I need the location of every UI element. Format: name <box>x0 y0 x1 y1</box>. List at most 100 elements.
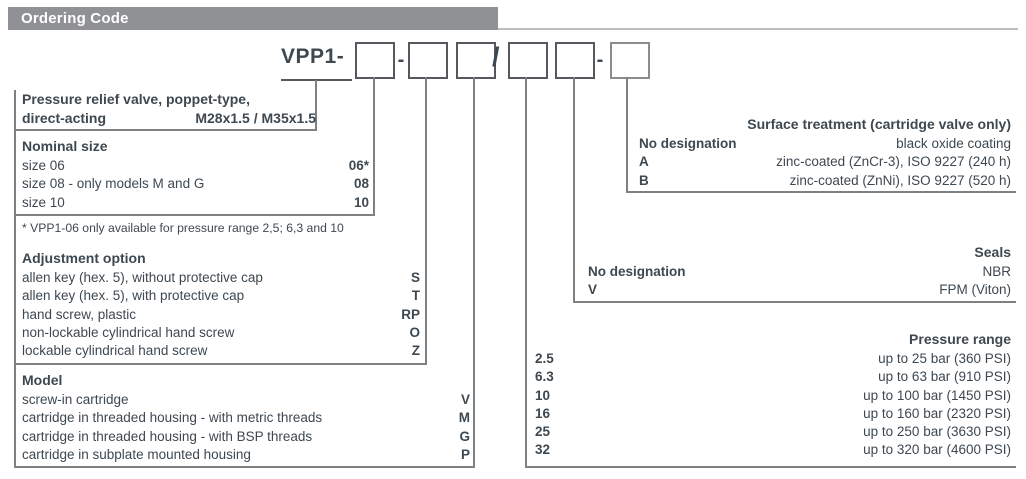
option-code: 32 <box>535 442 551 458</box>
seals-section: Seals No designation NBR V FPM (Viton) <box>588 244 1011 300</box>
option-label: allen key (hex. 5), without protective c… <box>22 270 263 285</box>
option-code: 10 <box>535 387 551 403</box>
seals-title: Seals <box>974 244 1011 260</box>
option-label: up to 25 bar (360 PSI) <box>878 351 1011 366</box>
option-label: size 06 <box>22 158 65 173</box>
option-label: non-lockable cylindrical hand screw <box>22 324 235 340</box>
table-row: V FPM (Viton) <box>588 281 1011 299</box>
model-section: Model screw-in cartridge V cartridge in … <box>22 372 470 464</box>
divider-line <box>14 466 475 468</box>
option-label: cartridge in threaded housing - with met… <box>22 410 323 426</box>
code-box-6 <box>610 42 650 79</box>
divider-line <box>573 301 1016 303</box>
table-row: size 06 06* <box>22 157 369 175</box>
surface-treatment-title: Surface treatment (cartridge valve only) <box>747 116 1011 132</box>
connector-line <box>315 80 317 130</box>
option-label: up to 160 bar (2320 PSI) <box>863 405 1011 421</box>
option-code: 06* <box>348 158 369 173</box>
option-code: 2.5 <box>535 351 554 366</box>
option-label: NBR <box>982 264 1011 279</box>
connector-line <box>473 77 475 467</box>
option-code: 16 <box>535 405 551 421</box>
connector-line <box>626 77 628 193</box>
adjustment-option-section: Adjustment option allen key (hex. 5), wi… <box>22 250 420 360</box>
connector-line <box>573 77 575 303</box>
option-label: up to 320 bar (4600 PSI) <box>863 442 1011 458</box>
option-code: A <box>639 154 649 170</box>
option-label: allen key (hex. 5), with protective cap <box>22 288 245 304</box>
pressure-range-section: Pressure range 2.5 up to 25 bar (360 PSI… <box>535 331 1011 460</box>
table-row: 6.3 up to 63 bar (910 PSI) <box>535 368 1011 386</box>
code-separator-2: - <box>596 49 604 71</box>
divider-line <box>14 363 427 365</box>
product-description: Pressure relief valve, poppet-type, dire… <box>22 90 316 127</box>
code-box-5 <box>555 42 595 79</box>
option-label: FPM (Viton) <box>939 282 1011 298</box>
page-title: Ordering Code <box>21 10 129 27</box>
option-label: black oxide coating <box>896 136 1011 151</box>
option-code: P <box>460 446 470 462</box>
code-box-2 <box>408 42 448 79</box>
table-row: screw-in cartridge V <box>22 391 470 409</box>
option-code: V <box>588 282 598 298</box>
option-label: hand screw, plastic <box>22 306 137 322</box>
option-label: zinc-coated (ZnCr-3), ISO 9227 (240 h) <box>776 154 1011 170</box>
nominal-size-title: Nominal size <box>22 138 108 154</box>
pressure-range-title: Pressure range <box>909 331 1011 347</box>
table-row: 2.5 up to 25 bar (360 PSI) <box>535 350 1011 368</box>
option-code: No designation <box>639 136 737 151</box>
table-row: cartridge in threaded housing - with met… <box>22 409 470 427</box>
header-rule-line <box>498 28 1018 30</box>
table-row: allen key (hex. 5), without protective c… <box>22 269 420 287</box>
option-code: Z <box>411 343 420 359</box>
table-row: size 10 10 <box>22 194 369 212</box>
divider-line <box>626 191 1016 193</box>
option-code: 25 <box>535 424 551 440</box>
product-title-line2-left: direct-acting <box>22 109 107 126</box>
table-row: 32 up to 320 bar (4600 PSI) <box>535 441 1011 459</box>
option-label: zinc-coated (ZnNi), ISO 9227 (520 h) <box>789 172 1011 188</box>
table-row: size 08 - only models M and G 08 <box>22 175 369 193</box>
code-separator-1: - <box>397 49 405 71</box>
table-row: cartridge in threaded housing - with BSP… <box>22 428 470 446</box>
table-row: 25 up to 250 bar (3630 PSI) <box>535 423 1011 441</box>
table-row: hand screw, plastic RP <box>22 306 420 324</box>
divider-line <box>14 214 375 216</box>
option-label: up to 63 bar (910 PSI) <box>878 369 1011 385</box>
product-title-line1: Pressure relief valve, poppet-type, <box>22 91 250 107</box>
section-header-bar: Ordering Code <box>8 7 498 30</box>
option-code: No designation <box>588 264 686 279</box>
table-row: No designation black oxide coating <box>639 135 1011 153</box>
option-code: O <box>409 324 420 340</box>
left-border-line <box>14 90 16 468</box>
option-label: up to 250 bar (3630 PSI) <box>863 424 1011 440</box>
divider-line <box>14 129 317 131</box>
footnote: * VPP1-06 only available for pressure ra… <box>22 221 344 235</box>
table-row: No designation NBR <box>588 263 1011 281</box>
table-row: allen key (hex. 5), with protective cap … <box>22 287 420 305</box>
connector-line <box>425 77 427 365</box>
table-row: B zinc-coated (ZnNi), ISO 9227 (520 h) <box>639 172 1011 190</box>
option-code: 6.3 <box>535 369 554 385</box>
adjustment-option-title: Adjustment option <box>22 250 146 266</box>
option-label: screw-in cartridge <box>22 392 129 407</box>
table-row: non-lockable cylindrical hand screw O <box>22 324 420 342</box>
product-thread-sizes: M28x1.5 / M35x1.5 <box>195 109 316 126</box>
table-row: 16 up to 160 bar (2320 PSI) <box>535 405 1011 423</box>
option-code: M <box>458 410 470 426</box>
option-code: G <box>459 428 470 444</box>
model-title: Model <box>22 372 63 388</box>
option-label: lockable cylindrical hand screw <box>22 343 208 359</box>
connector-line <box>525 77 527 467</box>
table-row: 10 up to 100 bar (1450 PSI) <box>535 387 1011 405</box>
connector-line <box>373 77 375 215</box>
option-label: cartridge in subplate mounted housing <box>22 446 251 462</box>
surface-treatment-section: Surface treatment (cartridge valve only)… <box>639 116 1011 190</box>
option-code: V <box>460 392 470 407</box>
code-slash: / <box>492 42 500 72</box>
option-code: S <box>410 270 420 285</box>
code-prefix: VPP1- <box>281 45 345 68</box>
option-label: up to 100 bar (1450 PSI) <box>863 387 1011 403</box>
code-box-4 <box>508 42 548 79</box>
